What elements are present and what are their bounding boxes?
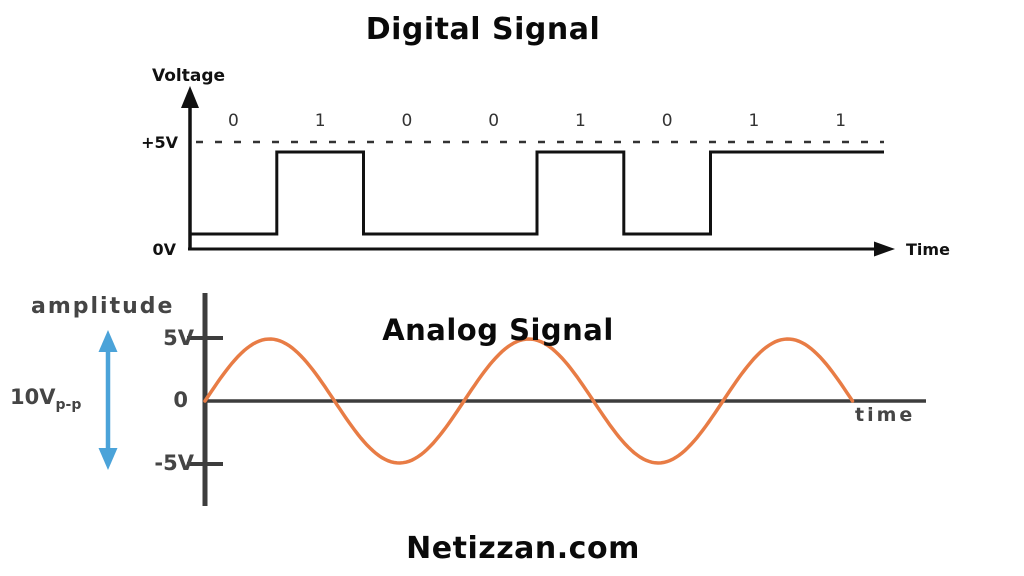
analog-x-axis-label: time [855, 404, 916, 426]
analog-y-axis-label: amplitude [31, 294, 175, 319]
bit-sequence-row: 0 1 0 0 1 0 1 1 [190, 109, 884, 133]
analog-title: Analog Signal [382, 313, 614, 347]
analog-plot [98, 293, 926, 506]
watermark: Netizzan.com [406, 531, 640, 566]
arrow-down-icon [98, 448, 118, 470]
bit-label: 0 [661, 111, 673, 131]
bit-label: 0 [488, 111, 500, 131]
digital-high-label: +5V [141, 133, 178, 152]
digital-title: Digital Signal [365, 12, 601, 47]
peak-to-peak-subscript: p-p [55, 397, 82, 414]
peak-to-peak-value: 10V [10, 385, 56, 409]
analog-trough-label: -5V [154, 451, 194, 475]
bit-label: 0 [227, 111, 239, 131]
bit-label: 1 [574, 111, 586, 131]
arrow-up-icon [98, 330, 118, 352]
digital-y-axis-arrowhead-icon [181, 86, 199, 108]
digital-plot [181, 86, 895, 257]
digital-low-label: 0V [152, 240, 176, 259]
analog-sine-wave [203, 337, 855, 465]
digital-waveform [190, 150, 884, 236]
analog-zero-label: 0 [173, 388, 188, 412]
digital-y-axis-label: Voltage [152, 66, 226, 86]
digital-time-axis-arrowhead-icon [874, 241, 895, 257]
bit-label: 1 [314, 111, 326, 131]
peak-to-peak-arrow [98, 330, 118, 470]
digital-x-axis-label: Time [906, 240, 950, 259]
bit-label: 1 [748, 111, 760, 131]
analog-peak-label: 5V [163, 326, 194, 350]
bit-label: 1 [835, 111, 847, 131]
peak-to-peak-label: 10Vp-p [10, 385, 81, 413]
bit-label: 0 [401, 111, 413, 131]
